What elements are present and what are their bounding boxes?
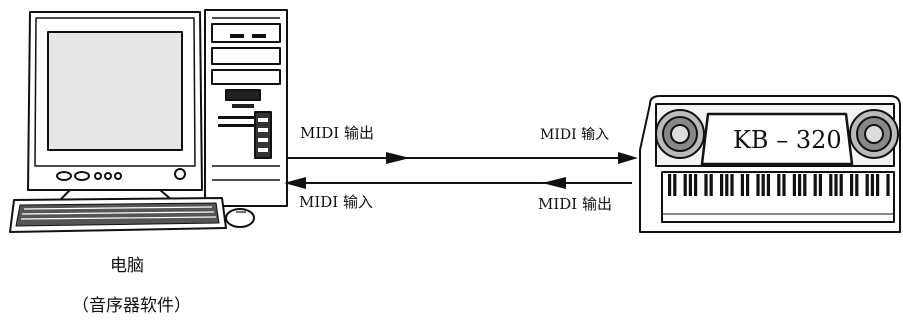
black-key [865, 174, 869, 196]
black-key [798, 174, 802, 196]
upper-left-label: MIDI 输出 [300, 124, 375, 142]
black-key [704, 174, 708, 196]
left-speaker [655, 109, 705, 159]
computer-name: 电脑 [110, 256, 144, 276]
black-key [803, 174, 807, 196]
lower-left-label: MIDI 输入 [299, 193, 374, 211]
black-key [777, 174, 781, 196]
black-key [683, 174, 687, 196]
black-key [839, 174, 843, 196]
black-key [834, 174, 838, 196]
black-key [850, 174, 854, 196]
black-key [720, 174, 724, 196]
black-key [746, 174, 750, 196]
black-key [829, 174, 833, 196]
upper-right-label: MIDI 输入 [540, 127, 610, 143]
midi-cables [284, 152, 638, 189]
black-key [756, 174, 760, 196]
black-key [870, 174, 874, 196]
upper-arrow-right [618, 152, 638, 164]
computer-keyboard [9, 197, 227, 233]
black-key [668, 174, 672, 196]
digital-keyboard [639, 95, 901, 233]
black-keys [668, 174, 890, 196]
model-display [700, 112, 854, 166]
mouse [225, 208, 255, 228]
monitor [27, 11, 203, 201]
black-key [876, 174, 880, 196]
black-key [709, 174, 713, 196]
black-key [792, 174, 796, 196]
computer-subtitle: （音序器软件） [72, 296, 191, 316]
black-key [782, 174, 786, 196]
black-key [673, 174, 677, 196]
black-key [730, 174, 734, 196]
black-key [766, 174, 770, 196]
black-key [818, 174, 822, 196]
black-key [886, 174, 890, 196]
tower-case [204, 9, 288, 207]
right-speaker [849, 109, 899, 159]
black-key [855, 174, 859, 196]
black-key [725, 174, 729, 196]
black-key [688, 174, 692, 196]
lower-arrow-left [284, 177, 306, 189]
computer-illustration [9, 9, 288, 233]
upper-arrow-left [386, 152, 410, 164]
lower-arrow-right [542, 177, 566, 189]
keyboard-model-label: KB – 320 [733, 126, 842, 154]
black-key [694, 174, 698, 196]
black-key [813, 174, 817, 196]
lower-right-label: MIDI 输出 [538, 195, 613, 213]
black-key [761, 174, 765, 196]
black-key [740, 174, 744, 196]
